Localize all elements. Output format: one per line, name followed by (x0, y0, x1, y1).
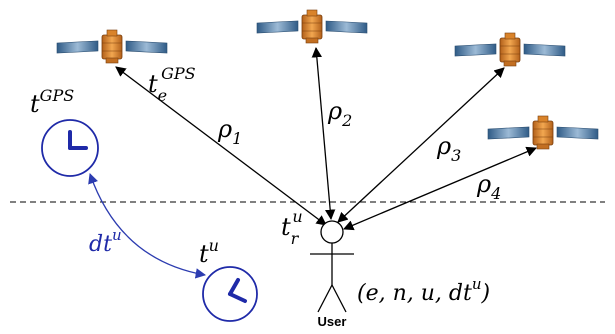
satellite-icon (454, 32, 566, 67)
receiver-clock-label: tu (199, 236, 219, 268)
receive-time-label: tru (281, 207, 303, 248)
satellite-icon (487, 115, 599, 150)
sat-time-label: teGPS (148, 64, 196, 105)
satellite-icon (56, 29, 168, 64)
rho3-label: ρ3 (436, 132, 461, 165)
clock-offset-arrow (88, 173, 207, 279)
range-ray-2 (311, 46, 336, 221)
stick-figure-icon (310, 220, 354, 313)
rho1-label: ρ1 (217, 115, 242, 148)
gps-clock-label: tGPS (30, 86, 74, 118)
user-state-label: (e, n, u, dtu) (357, 275, 490, 306)
clock-icon (202, 266, 258, 322)
user-label: User (318, 314, 347, 329)
rho4-label: ρ4 (476, 170, 501, 203)
range-ray-3 (337, 67, 505, 223)
range-ray-4 (343, 146, 537, 231)
rho2-label: ρ2 (327, 97, 352, 130)
clock-icon (41, 119, 99, 177)
range-ray-1 (115, 66, 327, 226)
satellite-icon (256, 9, 368, 44)
clock-offset-label: dtu (89, 226, 122, 257)
